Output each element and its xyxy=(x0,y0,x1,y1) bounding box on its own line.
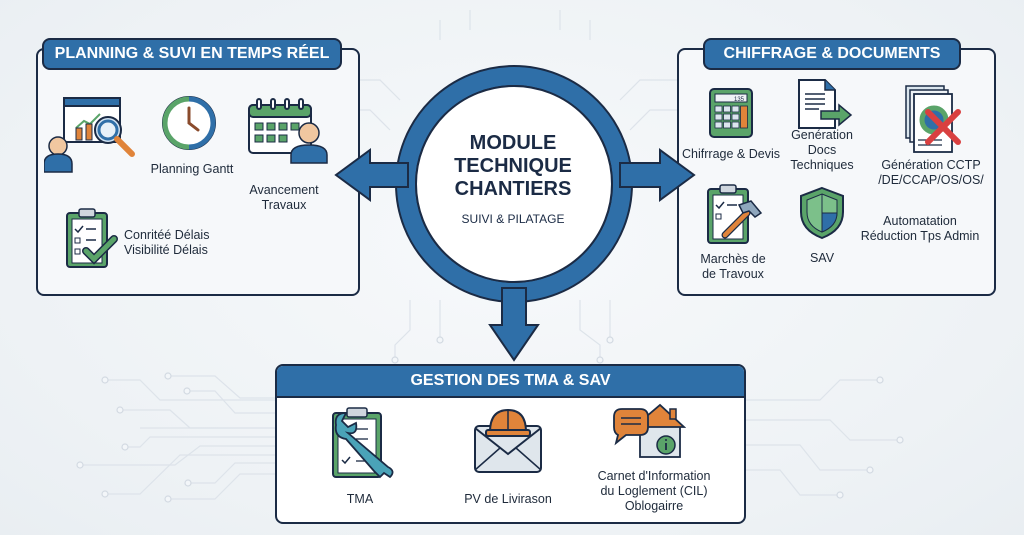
planning-panel-title: PLANNING & SUVI EN TEMPS RÉEL xyxy=(42,38,342,70)
chiffrage-panel-title: CHIFFRAGE & DOCUMENTS xyxy=(703,38,961,70)
marches-travaux-label: Marchès de de Travoux xyxy=(688,252,778,282)
hub-title-line: CHANTIERS xyxy=(454,178,572,200)
clipboard-wrench-icon xyxy=(332,407,394,479)
label-line: Genération xyxy=(791,128,853,142)
automation-label: Automatation Réduction Tps Admin xyxy=(852,214,988,244)
generation-docs-label: Genération Docs Techniques xyxy=(782,128,862,173)
delais-label: Conritéé Délais Visibilité Délais xyxy=(124,228,209,258)
label-line: Marchès de xyxy=(700,252,766,266)
sav-label: SAV xyxy=(809,251,835,265)
label-line: Oblogairre xyxy=(624,499,684,513)
tma-panel-title: GESTION DES TMA & SAV xyxy=(277,366,744,398)
house-info-icon xyxy=(613,403,686,458)
analytics-magnifier-icon xyxy=(44,97,135,173)
label-line: Travaux xyxy=(261,198,307,212)
document-cross-icon xyxy=(905,85,961,153)
tma-label: TMA xyxy=(346,492,374,506)
shield-icon xyxy=(800,186,844,240)
label-line: Techniques xyxy=(790,158,854,172)
document-arrow-icon xyxy=(798,79,853,129)
label-line: Génération CCTP xyxy=(881,158,981,172)
label-line: Visibilité Délais xyxy=(124,243,208,257)
label-line: Docs xyxy=(807,143,837,157)
calculator-display: 135 xyxy=(734,97,745,103)
hub-title-line: MODULE xyxy=(469,132,557,154)
label-line: Automatation xyxy=(883,214,957,228)
clipboard-hammer-icon xyxy=(707,184,763,244)
planning-gantt-label: Planning Gantt xyxy=(150,162,234,176)
label-line: Carnet d'Information xyxy=(597,469,711,483)
cil-label: Carnet d'Information du Loglement (CIL) … xyxy=(580,469,728,514)
central-hub xyxy=(334,65,696,362)
label-line: Réduction Tps Admin xyxy=(860,229,980,243)
calendar-person-icon xyxy=(248,98,328,164)
hub-title-line: TECHNIQUE xyxy=(454,155,572,177)
down-arrow xyxy=(488,287,540,362)
label-line: de Travoux xyxy=(702,267,764,281)
hub-subtitle: SUIVI & PILATAGE xyxy=(461,212,565,226)
hub-title: MODULE TECHNIQUE CHANTIERS xyxy=(432,132,594,201)
clock-icon xyxy=(162,96,216,150)
chiffrage-devis-label: Chifrrage & Devis xyxy=(682,147,780,161)
clipboard-check-icon xyxy=(66,208,118,268)
left-arrow xyxy=(334,148,409,202)
label-line: du Loglement (CIL) xyxy=(600,484,708,498)
calculator-icon: 135 xyxy=(709,88,753,138)
envelope-helmet-icon xyxy=(474,408,542,473)
right-arrow xyxy=(619,148,696,202)
label-line: /DE/CCAP/OS/OS/ xyxy=(878,173,984,187)
label-line: Avancement xyxy=(249,183,319,197)
pv-livraison-label: PV de Livirason xyxy=(464,492,552,506)
generation-cctp-label: Génération CCTP /DE/CCAP/OS/OS/ xyxy=(872,158,990,188)
avancement-travaux-label: Avancement Travaux xyxy=(236,183,332,213)
label-line: Conritéé Délais xyxy=(124,228,210,242)
